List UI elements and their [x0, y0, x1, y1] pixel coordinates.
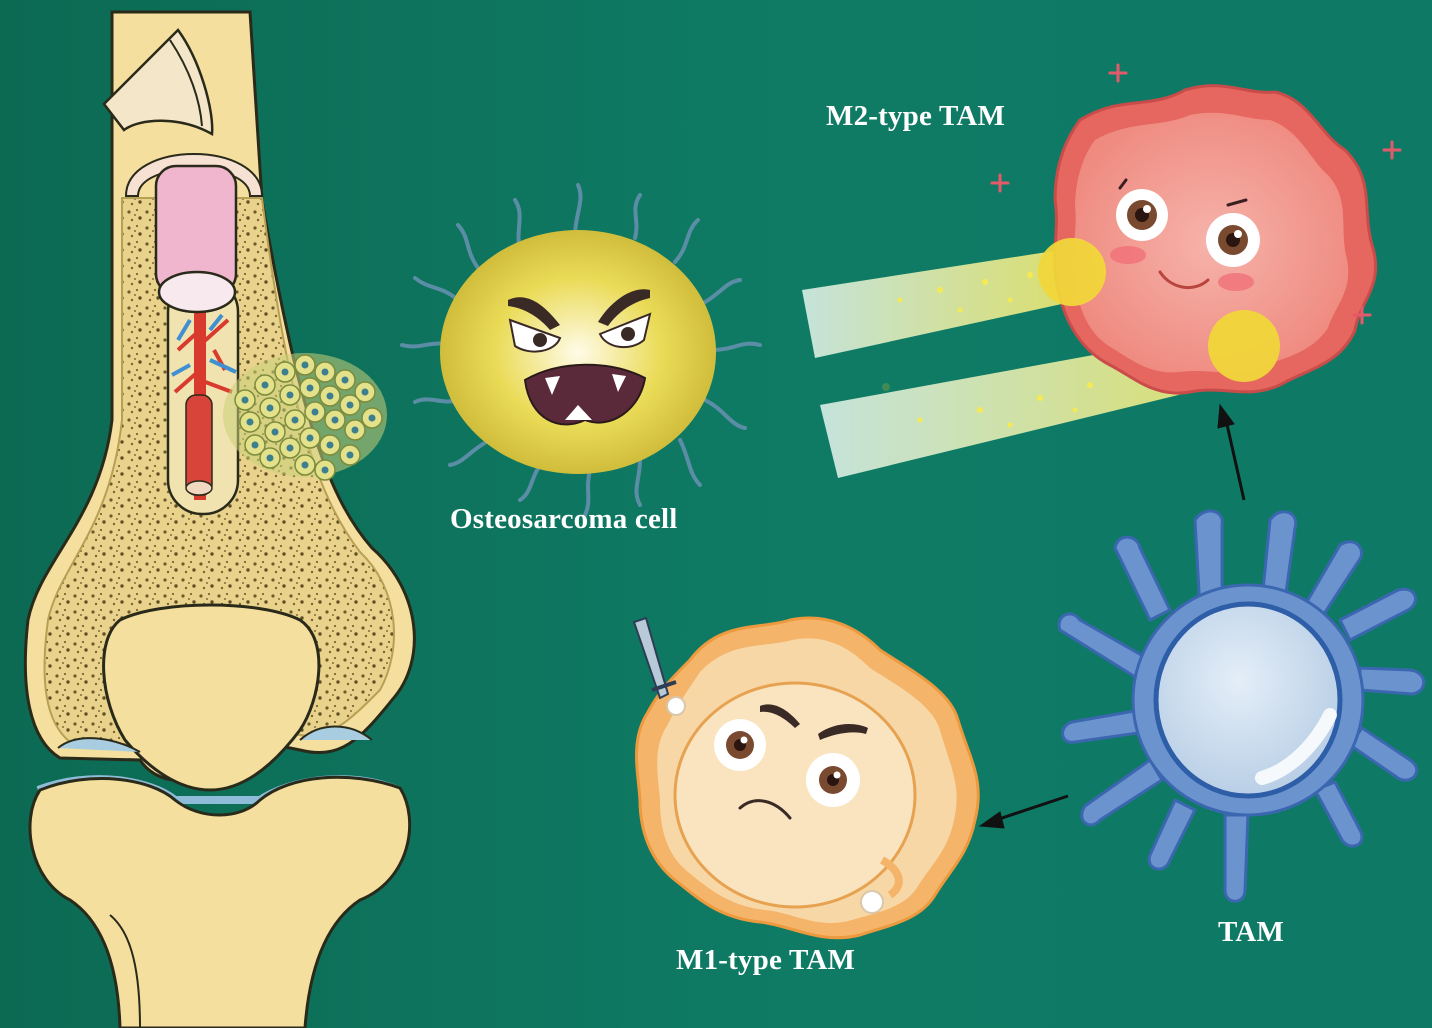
m1-tam-label: M1-type TAM: [676, 944, 855, 977]
m2-tam-label: M2-type TAM: [826, 100, 1005, 133]
osteosarcoma-cell-icon: [402, 185, 760, 515]
bone-joint-icon: [25, 12, 414, 1028]
sword-icon: [634, 618, 676, 698]
m1-macrophage-icon: [634, 618, 978, 938]
osteosarcoma-label: Osteosarcoma cell: [450, 503, 678, 536]
tam-label: TAM: [1218, 916, 1284, 949]
m2-macrophage-icon: [992, 65, 1400, 393]
tam-macrophage-icon: [1059, 511, 1424, 901]
